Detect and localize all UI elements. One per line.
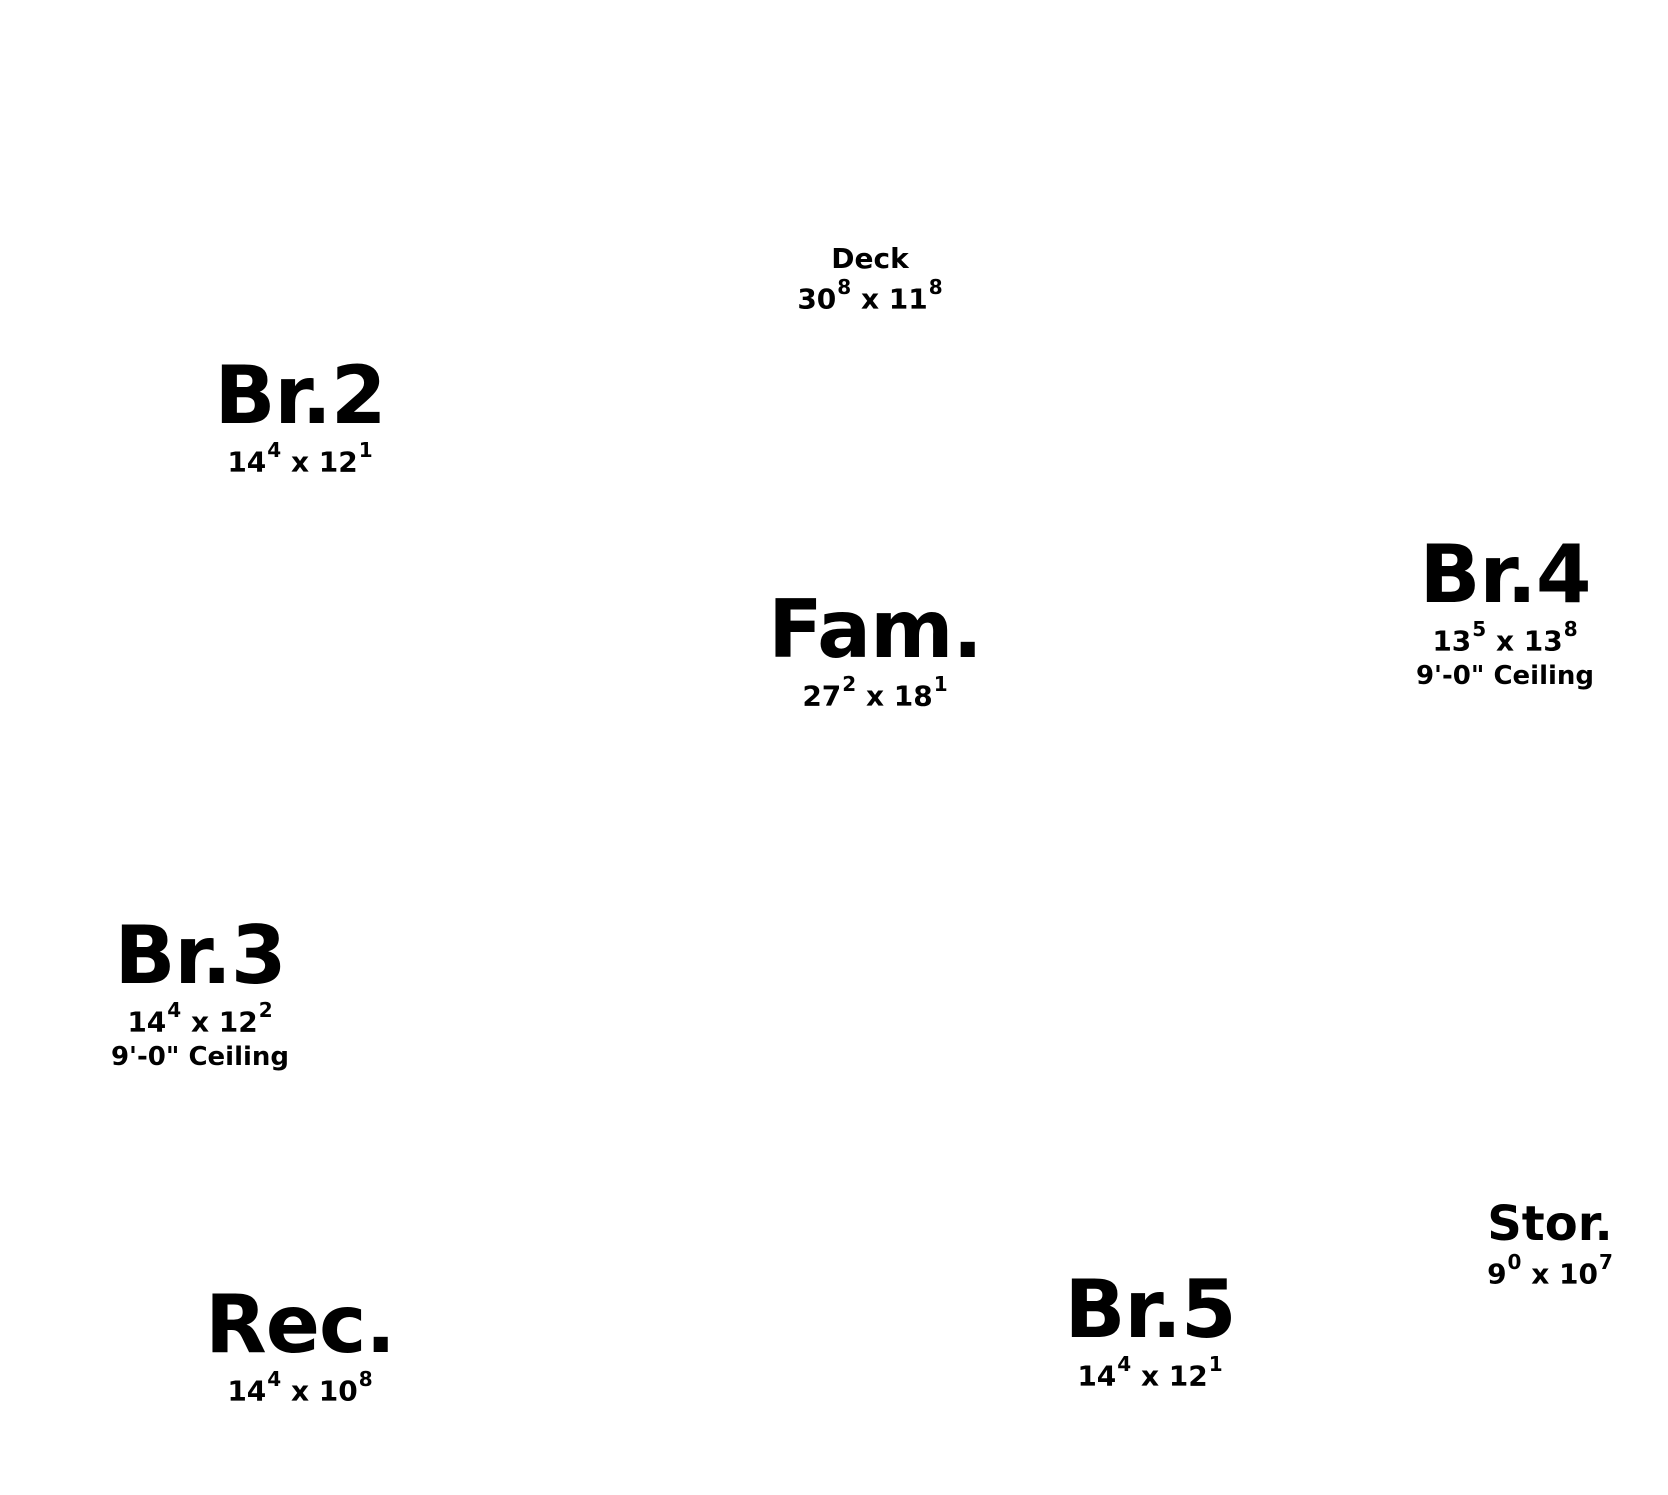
room-dimensions: 144 x 121 <box>1077 1352 1223 1393</box>
room-dimensions: 90 x 107 <box>1487 1250 1613 1291</box>
room-name: Deck <box>831 242 909 275</box>
room-label-br5: Br.5 144 x 121 <box>1045 1270 1255 1393</box>
room-name: Rec. <box>205 1278 396 1371</box>
room-name: Fam. <box>768 583 983 676</box>
room-dimensions: 144 x 108 <box>227 1367 373 1408</box>
room-name: Br.3 <box>114 909 286 1002</box>
room-name: Br.5 <box>1064 1263 1236 1356</box>
room-label-br3: Br.3 144 x 122 9'-0" Ceiling <box>95 916 305 1073</box>
ceiling-height: 9'-0" Ceiling <box>1415 660 1595 691</box>
room-name: Br.4 <box>1419 528 1591 621</box>
room-dimensions: 135 x 138 <box>1432 617 1578 658</box>
room-label-br2: Br.2 144 x 121 <box>195 356 405 479</box>
room-dimensions: 308 x 118 <box>797 275 943 316</box>
room-label-stor: Stor. 90 x 107 <box>1470 1200 1630 1291</box>
room-label-br4: Br.4 135 x 138 9'-0" Ceiling <box>1395 535 1615 692</box>
room-dimensions: 272 x 181 <box>802 672 948 713</box>
room-name: Br.2 <box>214 349 386 442</box>
room-name: Stor. <box>1487 1196 1613 1252</box>
room-dimensions: 144 x 121 <box>227 438 373 479</box>
room-label-rec: Rec. 144 x 108 <box>190 1285 410 1408</box>
room-label-fam: Fam. 272 x 181 <box>765 590 985 713</box>
room-dimensions: 144 x 122 <box>127 998 273 1039</box>
room-label-deck: Deck 308 x 118 <box>795 245 945 316</box>
ceiling-height: 9'-0" Ceiling <box>110 1041 290 1072</box>
